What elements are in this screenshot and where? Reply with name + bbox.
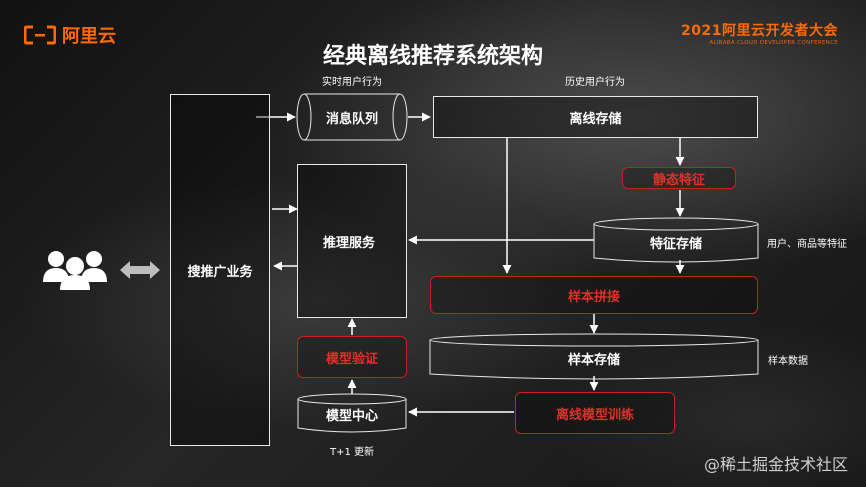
conference-subtitle: ALIBABA CLOUD DEVELOPER CONFERENCE — [709, 40, 838, 46]
model-center-label: 模型中心 — [325, 408, 378, 424]
realtime-behavior-label: 实时用户行为 — [322, 77, 382, 88]
offline-training-box: 离线模型训练 — [515, 392, 675, 434]
user-item-features-label: 用户、商品等特征 — [767, 239, 847, 250]
offline-training-label: 离线模型训练 — [555, 407, 634, 423]
search-ads-business-box: 搜推广业务 — [170, 94, 270, 446]
conference-banner: 2021阿里云开发者大会 ALIBABA CLOUD DEVELOPER CON… — [681, 20, 838, 46]
model-validation-box: 模型验证 — [297, 336, 407, 378]
sample-data-label: 样本数据 — [768, 356, 808, 367]
connector-lines — [256, 112, 685, 417]
users-icon — [43, 251, 107, 290]
message-queue-label: 消息队列 — [325, 111, 378, 127]
watermark: @稀土掘金技术社区 — [703, 455, 848, 474]
alibaba-cloud-logo: 阿里云 — [24, 22, 116, 48]
conference-title: 2021阿里云开发者大会 — [681, 23, 838, 39]
feature-storage-shape — [593, 217, 759, 263]
bidirectional-arrow-icon — [120, 261, 160, 279]
logo-text: 阿里云 — [62, 26, 116, 47]
alibaba-cloud-logo-icon — [24, 25, 56, 45]
sample-join-label: 样本拼接 — [567, 289, 620, 305]
search-ads-business-label: 搜推广业务 — [187, 264, 253, 280]
inference-service-label: 推理服务 — [323, 236, 376, 251]
t1-update-label: T+1 更新 — [329, 447, 375, 458]
sample-join-box: 样本拼接 — [430, 276, 758, 314]
offline-storage-box: 离线存储 — [433, 96, 758, 138]
sample-storage-label: 样本存储 — [567, 352, 620, 368]
static-features-box: 静态特征 — [622, 167, 736, 189]
static-features-label: 静态特征 — [652, 172, 705, 188]
page-title: 经典离线推荐系统架构 — [322, 44, 543, 69]
history-behavior-label: 历史用户行为 — [565, 77, 625, 88]
message-queue-shape — [296, 93, 408, 141]
model-validation-label: 模型验证 — [325, 351, 378, 367]
feature-storage-label: 特征存储 — [649, 236, 702, 252]
offline-storage-label: 离线存储 — [569, 111, 622, 127]
inference-service-box: 推理服务 — [297, 164, 407, 318]
